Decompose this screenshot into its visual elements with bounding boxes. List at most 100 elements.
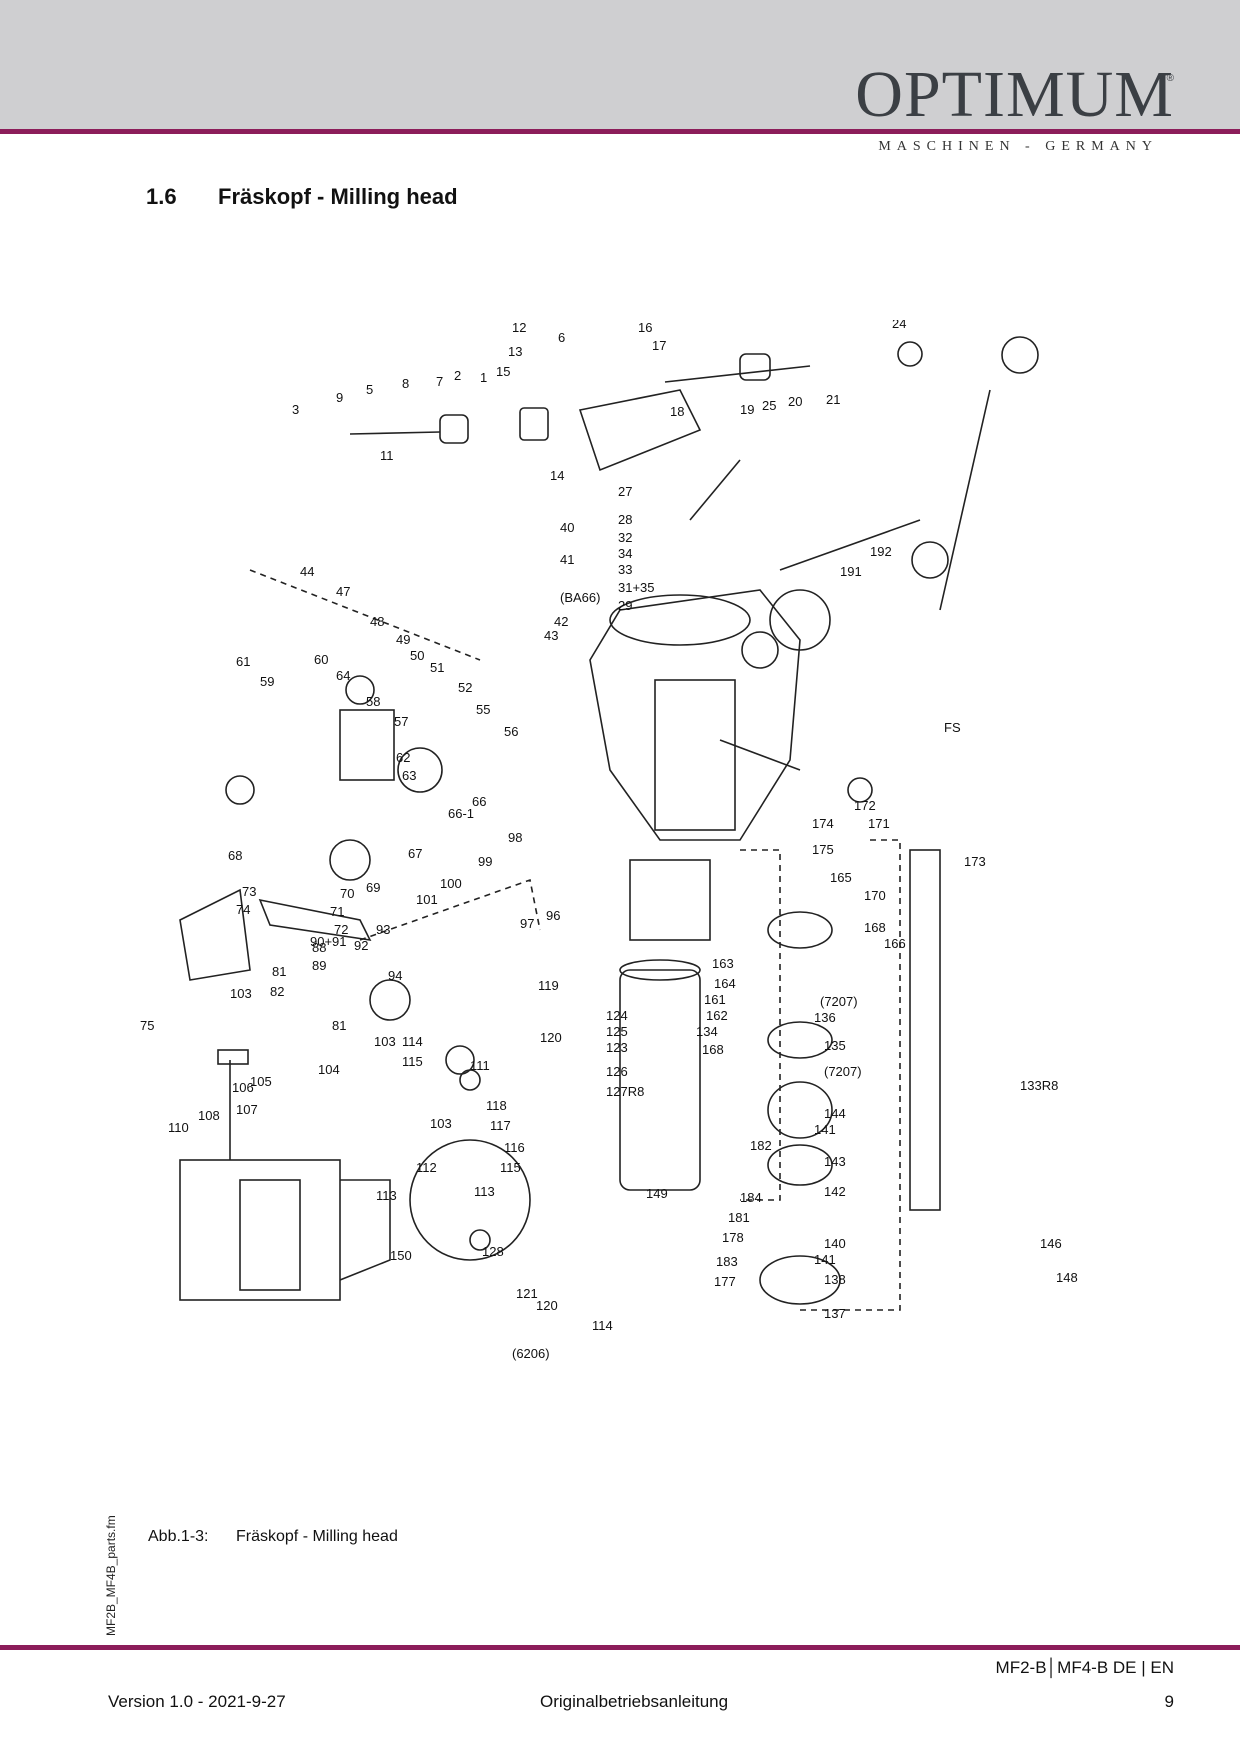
part-label-152: 168	[864, 920, 886, 935]
assembly-dashed-box-1	[740, 849, 781, 1201]
collar-178-shape	[741, 631, 779, 669]
housing-106-shape	[369, 979, 411, 1021]
part-label-34: 34	[618, 546, 632, 561]
part-label-66-1: 68	[228, 848, 242, 863]
part-label-14: 14	[550, 468, 564, 483]
sleeve-144-shape	[629, 859, 711, 941]
part-label-77: 89	[312, 958, 326, 973]
part-label-43: 47	[336, 584, 350, 599]
bearing-131-shape	[767, 911, 833, 949]
part-label-6: 6	[558, 330, 565, 345]
part-label-56: 58	[366, 694, 380, 709]
part-label-124: 127R8	[606, 1084, 644, 1099]
drum-80-shape	[329, 839, 371, 881]
spindle-127r8-shape	[909, 849, 941, 1211]
part-label-68: 70	[340, 886, 354, 901]
part-label-143: 161	[704, 992, 726, 1007]
header-rule	[0, 129, 1240, 134]
part-label-82: 94	[388, 968, 402, 983]
figure-caption-label: Abb.1-3:	[148, 1528, 209, 1545]
part-label-ba66: 43	[544, 628, 558, 643]
part-label-155: 171	[868, 816, 890, 831]
part-label-70: 72	[334, 922, 348, 937]
part-label-42: 44	[300, 564, 314, 579]
figure-caption-text: Fräskopf - Milling head	[236, 1528, 398, 1545]
ring-136-shape	[767, 1081, 833, 1139]
part-label-136: 142	[824, 1184, 846, 1199]
part-label-63: 66	[472, 794, 486, 809]
quill-top-shape	[619, 959, 701, 981]
worm-189-shape	[689, 459, 741, 521]
part-label-89: 97	[520, 916, 534, 931]
part-label-66: 67	[408, 846, 422, 861]
bearing-135-shape	[767, 1144, 833, 1186]
part-label-95-a: 103	[230, 986, 252, 1001]
knob-157-shape	[847, 777, 873, 803]
part-label-142: 149	[646, 1186, 668, 1201]
part-label-113: 115	[500, 1160, 521, 1175]
part-label-29: 29	[618, 598, 632, 613]
part-label-61: 63	[402, 768, 416, 783]
part-label-28: 28	[618, 512, 632, 527]
footer-rule	[0, 1645, 1240, 1650]
part-label-88: 96	[546, 908, 560, 923]
page-number: 9	[1164, 1692, 1174, 1711]
main-body-shape	[589, 589, 801, 841]
part-label-69: 71	[330, 904, 344, 919]
part-label-62: 64	[336, 668, 350, 683]
part-label-97: 105	[250, 1074, 272, 1089]
assembly-dashed-box-3	[359, 878, 541, 941]
part-label-20: 20	[788, 394, 802, 409]
part-label-170: FS	[944, 720, 961, 735]
part-label-6206: 136	[814, 1010, 836, 1025]
part-label-111: 120	[536, 1298, 558, 1313]
part-label-44: 48	[370, 614, 384, 629]
part-label-16: 16	[638, 320, 652, 335]
part-label-2: 2	[454, 368, 461, 383]
ball-24-shape	[897, 341, 923, 367]
part-label-99: 107	[236, 1102, 258, 1117]
milling-head-exploded-drawing: 12 6 16 17 13 15 1 2 7 8 5 9 3 11 22 23 …	[140, 320, 1078, 1361]
assembly-dashed-box-2	[800, 839, 901, 1311]
part-label-141: 148	[1056, 1270, 1078, 1285]
footer-models: MF2-B│MF4-B DE | EN	[995, 1658, 1174, 1677]
part-label-37: 41	[560, 552, 574, 567]
part-label-67: 69	[366, 880, 380, 895]
handwheel-125-shape	[409, 1139, 531, 1261]
part-label-49: 51	[430, 660, 444, 675]
plate-66-shape	[339, 709, 395, 781]
part-label-161: 178	[722, 1230, 744, 1245]
part-label-140: 146	[1040, 1236, 1062, 1251]
part-label-40: (BA66)	[560, 590, 600, 605]
part-label-75: 82	[270, 984, 284, 999]
part-label-7207-a: 141	[814, 1122, 836, 1137]
brand-tagline: MASCHINEN - GERMANY	[878, 139, 1158, 154]
part-label-7: 7	[436, 374, 443, 389]
part-label-3: 3	[292, 402, 299, 417]
part-label-129: 135	[824, 1038, 846, 1053]
section-number: 1.6	[146, 184, 177, 209]
part-label-143-b: 150	[390, 1248, 412, 1263]
part-label-81: 93	[376, 922, 390, 937]
part-label-1: 1	[480, 370, 487, 385]
guard-mount-plate	[217, 1049, 249, 1065]
part-label-104: 112	[416, 1160, 437, 1175]
part-label-58: 60	[314, 652, 328, 667]
gear-92-shape	[397, 747, 443, 793]
part-label-9: 11	[380, 448, 394, 463]
arm-housing-shape	[578, 389, 702, 472]
part-label-90-91: 98	[508, 830, 522, 845]
part-label-17: 17	[652, 338, 666, 353]
part-label-60: 62	[396, 750, 410, 765]
part-label-93: 100	[440, 876, 462, 891]
part-label-133r8: 137	[824, 1306, 846, 1321]
part-label-162: 181	[728, 1210, 750, 1225]
bushing-5-shape	[439, 414, 469, 444]
part-label-24: 24	[892, 320, 906, 331]
part-label-157: 173	[964, 854, 986, 869]
part-label-130: (7207)	[824, 1064, 862, 1079]
part-label-11: 9	[336, 390, 343, 405]
part-label-32: 32	[618, 530, 632, 545]
part-label-168: 192	[870, 544, 892, 559]
part-label-163: 182	[750, 1138, 772, 1153]
